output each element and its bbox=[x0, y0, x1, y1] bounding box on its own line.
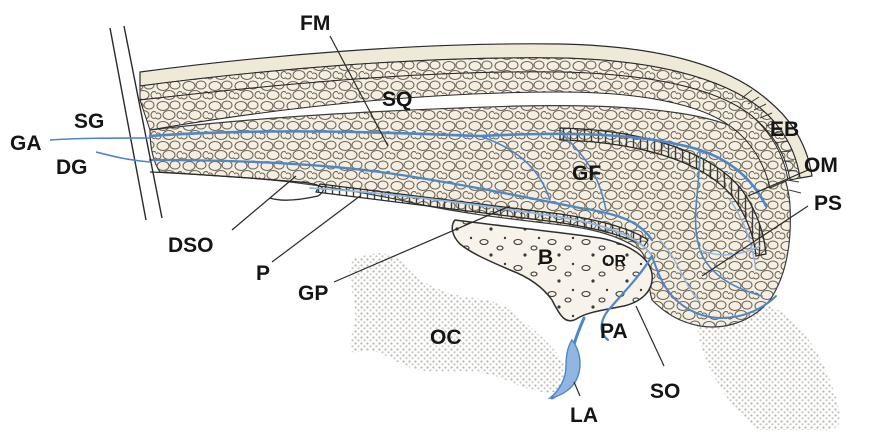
label-sq: SQ bbox=[382, 88, 412, 111]
label-dso: DSO bbox=[168, 234, 214, 257]
label-sg: SG bbox=[74, 110, 104, 133]
label-la: LA bbox=[570, 404, 598, 427]
label-gp: GP bbox=[298, 282, 328, 305]
label-ga: GA bbox=[10, 132, 42, 155]
label-eb: EB bbox=[770, 118, 799, 141]
label-or: OR bbox=[602, 253, 626, 270]
label-dg: DG bbox=[56, 156, 88, 179]
label-p: P bbox=[256, 262, 270, 285]
label-om: OM bbox=[804, 154, 838, 177]
label-so: SO bbox=[650, 380, 680, 403]
label-ps: PS bbox=[814, 192, 842, 215]
label-b: B bbox=[538, 246, 553, 269]
label-fm: FM bbox=[300, 12, 330, 35]
label-pa: PA bbox=[600, 320, 628, 343]
label-gf: GF bbox=[572, 162, 601, 185]
label-oc: OC bbox=[430, 326, 462, 349]
